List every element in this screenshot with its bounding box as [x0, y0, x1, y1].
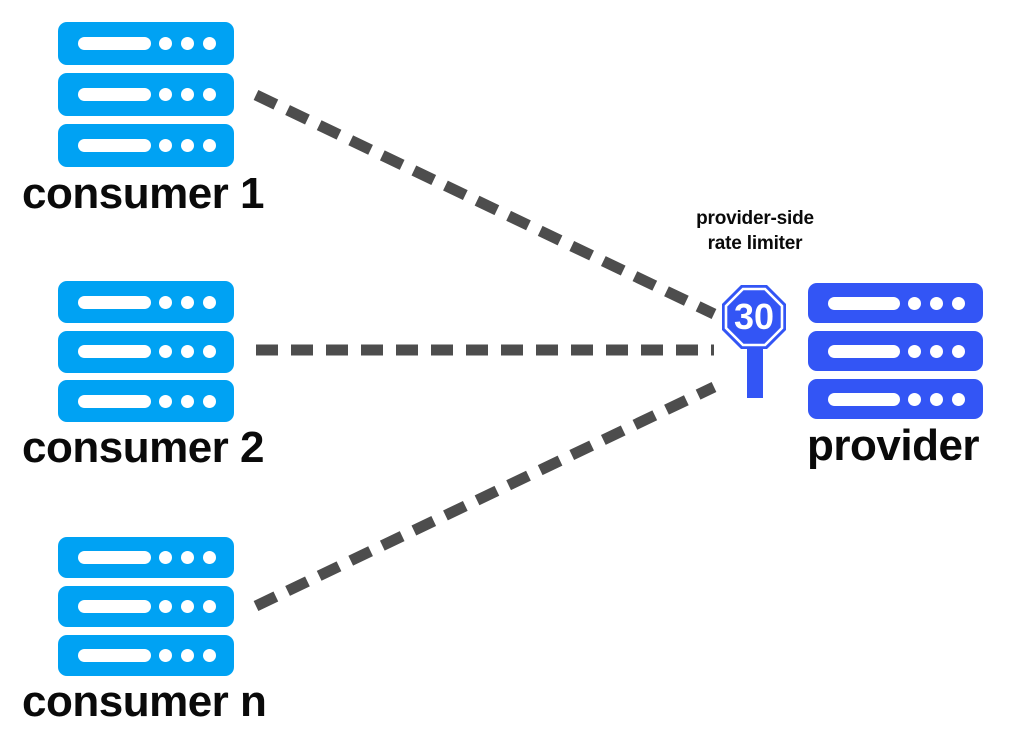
server-dot — [159, 37, 172, 50]
speed-limit-sign-icon: 30 — [722, 285, 786, 398]
server-dot — [203, 600, 216, 613]
server-status-bar — [78, 88, 151, 101]
server-status-bar — [78, 649, 151, 662]
server-indicator-dots — [159, 139, 216, 152]
server-dot — [930, 392, 943, 406]
rate-limiter-caption-line-1: provider-side — [696, 208, 814, 229]
server-dot — [203, 88, 216, 101]
sign-value: 30 — [734, 296, 774, 337]
node-label-provider: provider — [807, 421, 980, 470]
server-status-bar — [78, 600, 151, 613]
server-dot — [203, 295, 216, 309]
node-consumer-2[interactable]: consumer 2 — [22, 281, 318, 476]
server-indicator-dots — [159, 649, 216, 662]
server-indicator-dots — [908, 296, 965, 310]
server-bar — [58, 124, 234, 167]
server-indicator-dots — [908, 344, 965, 358]
server-indicator-dots — [159, 295, 216, 309]
server-dot — [181, 649, 194, 662]
server-dot — [203, 139, 216, 152]
server-bar — [808, 379, 983, 419]
server-status-bar — [828, 344, 900, 358]
server-dot — [181, 345, 194, 358]
server-dot — [203, 37, 216, 50]
server-dot — [952, 344, 965, 358]
server-status-bar — [78, 345, 151, 358]
server-status-bar — [78, 139, 151, 152]
server-bar — [808, 331, 983, 371]
server-indicator-dots — [159, 37, 216, 50]
server-stack-icon — [58, 537, 234, 676]
server-dot — [952, 296, 965, 310]
server-dot — [908, 296, 921, 310]
server-dot — [181, 551, 194, 564]
server-bar — [58, 635, 234, 676]
server-bar — [808, 283, 983, 323]
server-indicator-dots — [159, 345, 216, 358]
server-dot — [159, 649, 172, 662]
server-bar — [58, 330, 234, 373]
sign-post — [747, 342, 763, 398]
server-dot — [181, 139, 194, 152]
server-indicator-dots — [908, 392, 965, 406]
edge-consumer-1 — [253, 90, 717, 319]
rate-limiter-caption: provider-side rate limiter — [675, 206, 835, 256]
server-dot — [908, 392, 921, 406]
server-dot — [181, 600, 194, 613]
server-dot — [159, 345, 172, 358]
server-dot — [203, 394, 216, 408]
rate-limiter-caption-line-2: rate limiter — [707, 233, 803, 255]
server-dot — [159, 295, 172, 309]
node-label-consumer-n: consumer n — [22, 677, 267, 726]
server-indicator-dots — [159, 394, 216, 408]
node-consumer-1[interactable]: consumer 1 — [22, 22, 318, 218]
server-status-bar — [78, 551, 151, 564]
server-status-bar — [828, 392, 900, 406]
server-dot — [203, 649, 216, 662]
server-stack-icon — [58, 22, 234, 167]
server-indicator-dots — [159, 551, 216, 564]
server-stack-icon — [58, 281, 234, 422]
server-dot — [159, 551, 172, 564]
server-status-bar — [828, 296, 900, 310]
server-dot — [908, 344, 921, 358]
server-dot — [203, 345, 216, 358]
server-bar — [58, 281, 234, 323]
server-dot — [930, 344, 943, 358]
server-dot — [159, 600, 172, 613]
edge-consumer-n — [253, 382, 717, 611]
server-bar — [58, 73, 234, 116]
node-label-consumer-2: consumer 2 — [22, 423, 264, 472]
node-provider[interactable]: provider — [807, 283, 1008, 478]
server-dot — [181, 88, 194, 101]
server-dot — [181, 295, 194, 309]
server-status-bar — [78, 37, 151, 50]
server-dot — [952, 392, 965, 406]
server-dot — [181, 394, 194, 408]
server-bar — [58, 586, 234, 627]
server-dot — [159, 139, 172, 152]
server-dot — [159, 394, 172, 408]
server-bar — [58, 22, 234, 65]
server-status-bar — [78, 295, 151, 309]
server-indicator-dots — [159, 88, 216, 101]
server-bar — [58, 380, 234, 422]
server-status-bar — [78, 394, 151, 408]
sign-octagon-ring — [724, 287, 784, 347]
node-label-consumer-1: consumer 1 — [22, 169, 264, 218]
server-dot — [203, 551, 216, 564]
server-stack-icon — [808, 283, 983, 419]
node-consumer-n[interactable]: consumer n — [22, 537, 318, 732]
server-dot — [159, 88, 172, 101]
server-bar — [58, 537, 234, 578]
rate-limiter-node[interactable]: 30 — [718, 282, 794, 402]
sign-octagon-outer — [722, 285, 786, 349]
server-dot — [181, 37, 194, 50]
server-indicator-dots — [159, 600, 216, 613]
server-dot — [930, 296, 943, 310]
